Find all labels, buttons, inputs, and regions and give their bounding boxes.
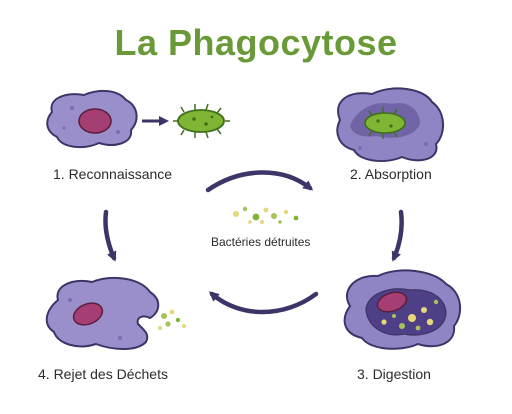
arrow-step3-to-step4 [208,291,319,315]
digested-debris [381,299,439,331]
destroyed-bacteria-debris [233,206,299,224]
arrow-step1-to-step2 [205,170,314,193]
step3-label: 3. Digestion [357,366,431,382]
cell-reconnaissance [46,89,138,149]
cell-digestion [343,269,462,350]
arrow-step4-to-step1 [103,209,117,262]
nucleus [78,108,112,134]
step2-label: 2. Absorption [350,166,432,182]
center-label: Bactéries détruites [211,235,311,249]
diagram-title: La Phagocytose [114,22,398,63]
arrow-step2-to-step3 [391,209,404,262]
step4-label: 4. Rejet des Déchets [38,366,168,382]
step1-label: 1. Reconnaissance [53,166,173,182]
bacterium [173,103,230,139]
cell-waste-expulsion [45,276,160,350]
engulfed-bacterium [364,107,406,139]
expelled-debris [158,309,186,330]
